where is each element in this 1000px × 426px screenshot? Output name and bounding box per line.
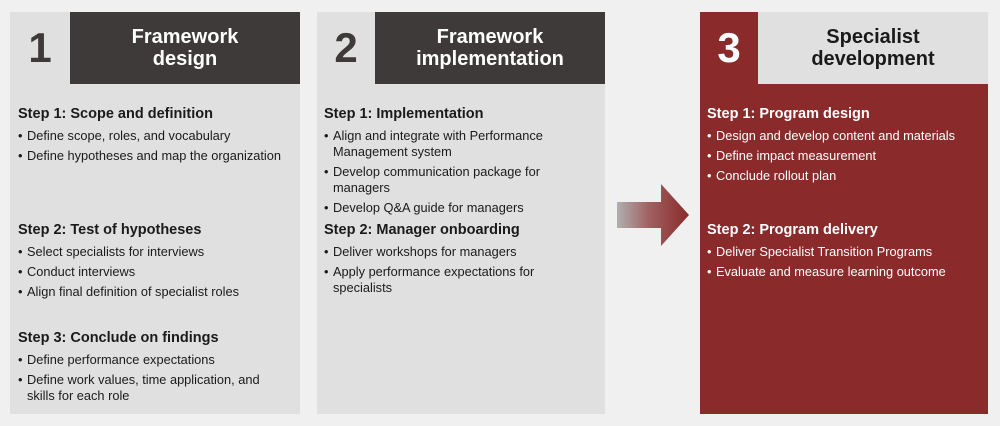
phase-1-content: Step 1: Scope and definition Define scop… — [18, 0, 298, 426]
phase-2-step-2-bullets: Deliver workshops for managers Apply per… — [324, 244, 564, 300]
list-item: Conduct interviews — [18, 264, 298, 280]
list-item: Develop communication package for manage… — [324, 164, 564, 196]
list-item: Deliver workshops for managers — [324, 244, 564, 260]
phase-2-title-line1: Framework — [436, 26, 544, 48]
list-item: Define impact measurement — [707, 148, 982, 164]
phase-3-step-2-bullets: Deliver Specialist Transition Programs E… — [707, 244, 982, 284]
list-item: Evaluate and measure learning outcome — [707, 264, 982, 280]
phase-1-step-2-bullets: Select specialists for interviews Conduc… — [18, 244, 298, 304]
phase-2-title-line2: implementation — [416, 48, 564, 70]
phase-3-step-1-bullets: Design and develop content and materials… — [707, 128, 982, 188]
right-arrow-icon — [617, 184, 689, 246]
phase-3-number: 3 — [700, 12, 758, 84]
phase-2-step-1-bullets: Align and integrate with Performance Man… — [324, 128, 564, 220]
phase-2-number: 2 — [334, 24, 358, 71]
list-item: Define performance expectations — [18, 352, 283, 368]
phase-1-title-line1: Framework — [131, 26, 239, 48]
phase-3-content: Step 1: Program design Design and develo… — [707, 0, 985, 426]
phase-1-number: 1 — [28, 24, 52, 71]
phase-2-content: Step 1: Implementation Align and integra… — [324, 0, 602, 426]
list-item: Define scope, roles, and vocabulary — [18, 128, 298, 144]
phase-2-step-2-title: Step 2: Manager onboarding — [324, 222, 520, 238]
phase-3-title-line2: development — [811, 48, 935, 70]
list-item: Conclude rollout plan — [707, 168, 982, 184]
phase-1-step-2-title: Step 2: Test of hypotheses — [18, 222, 202, 238]
phase-2-step-1-title: Step 1: Implementation — [324, 106, 484, 122]
phase-1-title-line2: design — [152, 48, 218, 70]
phase-1-step-1-bullets: Define scope, roles, and vocabulary Defi… — [18, 128, 298, 168]
phase-1-step-1-title: Step 1: Scope and definition — [18, 106, 213, 122]
phase-1-step-3-bullets: Define performance expectations Define w… — [18, 352, 283, 408]
list-item: Design and develop content and materials — [707, 128, 982, 144]
phase-1-step-3-title: Step 3: Conclude on findings — [18, 330, 219, 346]
phase-3-step-1-title: Step 1: Program design — [707, 106, 870, 122]
phase-3-title-line1: Specialist — [826, 26, 920, 48]
list-item: Define hypotheses and map the organizati… — [18, 148, 298, 164]
phase-3-step-2-title: Step 2: Program delivery — [707, 222, 878, 238]
list-item: Select specialists for interviews — [18, 244, 298, 260]
list-item: Align final definition of specialist rol… — [18, 284, 298, 300]
list-item: Define work values, time application, an… — [18, 372, 283, 404]
list-item: Deliver Specialist Transition Programs — [707, 244, 982, 260]
list-item: Develop Q&A guide for managers — [324, 200, 564, 216]
list-item: Align and integrate with Performance Man… — [324, 128, 564, 160]
list-item: Apply performance expectations for speci… — [324, 264, 564, 296]
